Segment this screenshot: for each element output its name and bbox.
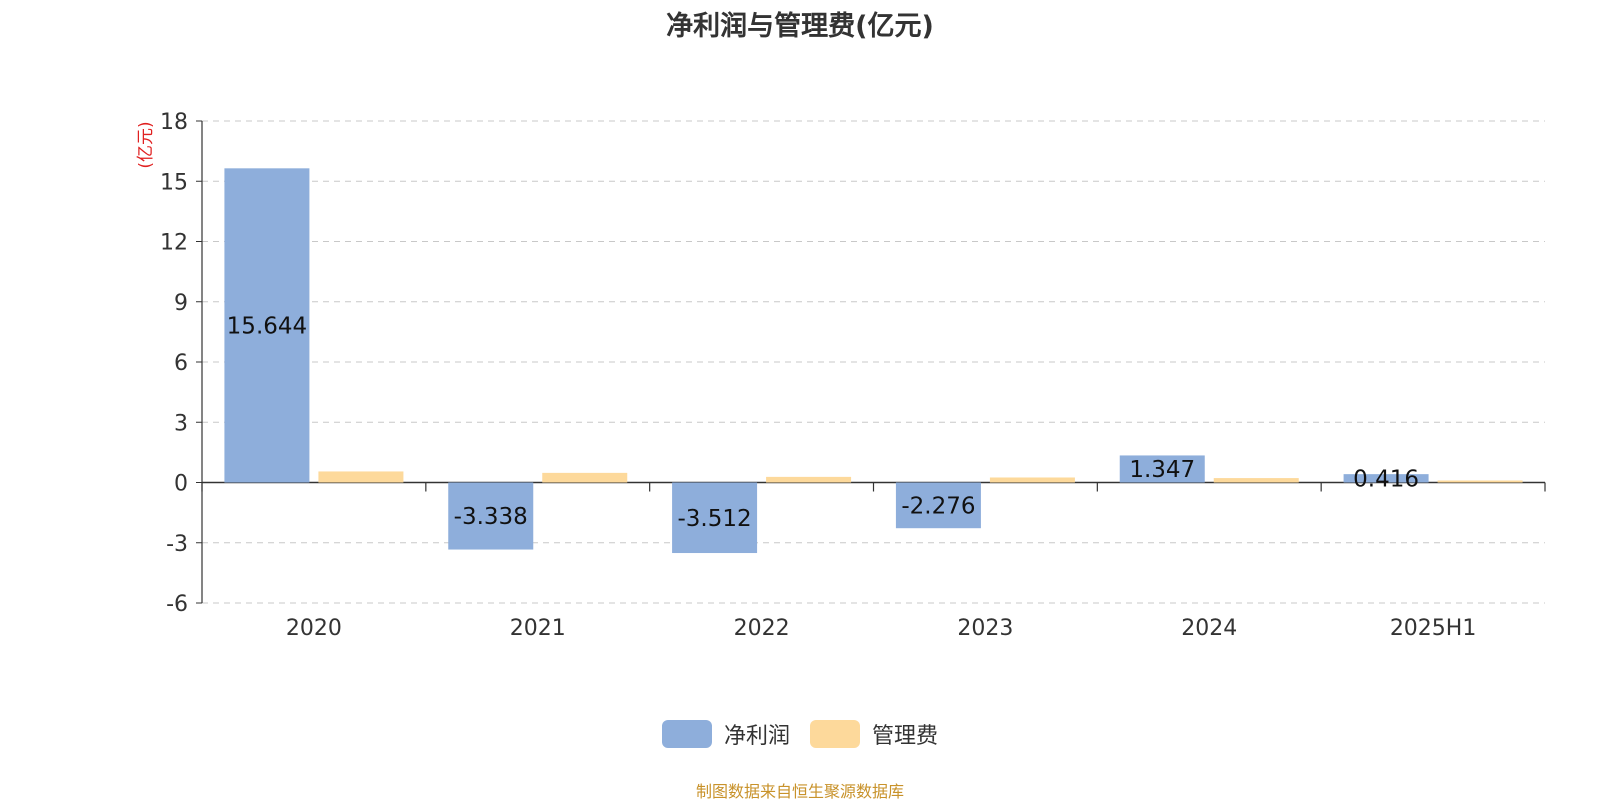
data-label: 15.644 xyxy=(227,313,307,339)
bar-net-profit xyxy=(1119,455,1205,483)
bar-net-profit xyxy=(224,168,310,483)
bar-net-profit xyxy=(448,482,534,550)
bar-admin-expense xyxy=(989,477,1075,483)
legend-label-admin-expense: 管理费 xyxy=(872,724,939,749)
legend-swatch-admin-expense xyxy=(810,720,860,748)
bar-admin-expense xyxy=(318,471,404,483)
y-tick-label: 9 xyxy=(174,291,188,316)
legend-item-net-profit[interactable]: 净利润 xyxy=(661,718,790,750)
legend-swatch-net-profit xyxy=(661,720,712,748)
data-label: -3.338 xyxy=(454,504,528,530)
chart-title: 净利润与管理费(亿元) xyxy=(666,11,934,42)
bar-admin-expense xyxy=(1437,480,1523,483)
x-tick-label: 2023 xyxy=(957,616,1013,641)
legend: 净利润 管理费 xyxy=(0,718,1600,750)
bar-net-profit xyxy=(1343,474,1429,483)
x-tick-label: 2020 xyxy=(286,616,342,641)
y-axis-label: (亿元) xyxy=(136,121,156,168)
y-tick-label: -6 xyxy=(166,592,188,617)
y-tick-label: 12 xyxy=(160,231,188,256)
bar-admin-expense xyxy=(542,472,628,483)
y-tick-label: 18 xyxy=(160,110,188,135)
bar-admin-expense xyxy=(766,476,852,483)
y-tick-label: -3 xyxy=(166,532,188,557)
bar-net-profit xyxy=(672,482,758,554)
data-label: -3.512 xyxy=(678,506,752,532)
bar-net-profit xyxy=(895,482,981,529)
source-note: 制图数据来自恒生聚源数据库 xyxy=(695,782,904,801)
data-label: 1.347 xyxy=(1129,457,1195,483)
y-tick-label: 3 xyxy=(174,411,188,436)
bar-chart: -6 -3 0 3 6 9 12 15 18(亿元) 15.644 2020 -3.338 2021 -3… xyxy=(136,110,1546,641)
x-tick-label: 2022 xyxy=(734,616,790,641)
y-tick-label: 15 xyxy=(160,170,188,195)
x-tick-label: 2025H1 xyxy=(1390,616,1477,641)
legend-item-admin-expense[interactable]: 管理费 xyxy=(810,718,938,750)
x-tick-label: 2021 xyxy=(510,616,566,641)
x-tick-label: 2024 xyxy=(1181,616,1237,641)
y-tick-label: 6 xyxy=(174,351,188,376)
bar-admin-expense xyxy=(1213,478,1299,483)
data-label: 0.416 xyxy=(1353,466,1419,492)
y-tick-label: 0 xyxy=(174,472,188,497)
data-label: -2.276 xyxy=(901,493,975,519)
legend-label-net-profit: 净利润 xyxy=(723,724,790,749)
